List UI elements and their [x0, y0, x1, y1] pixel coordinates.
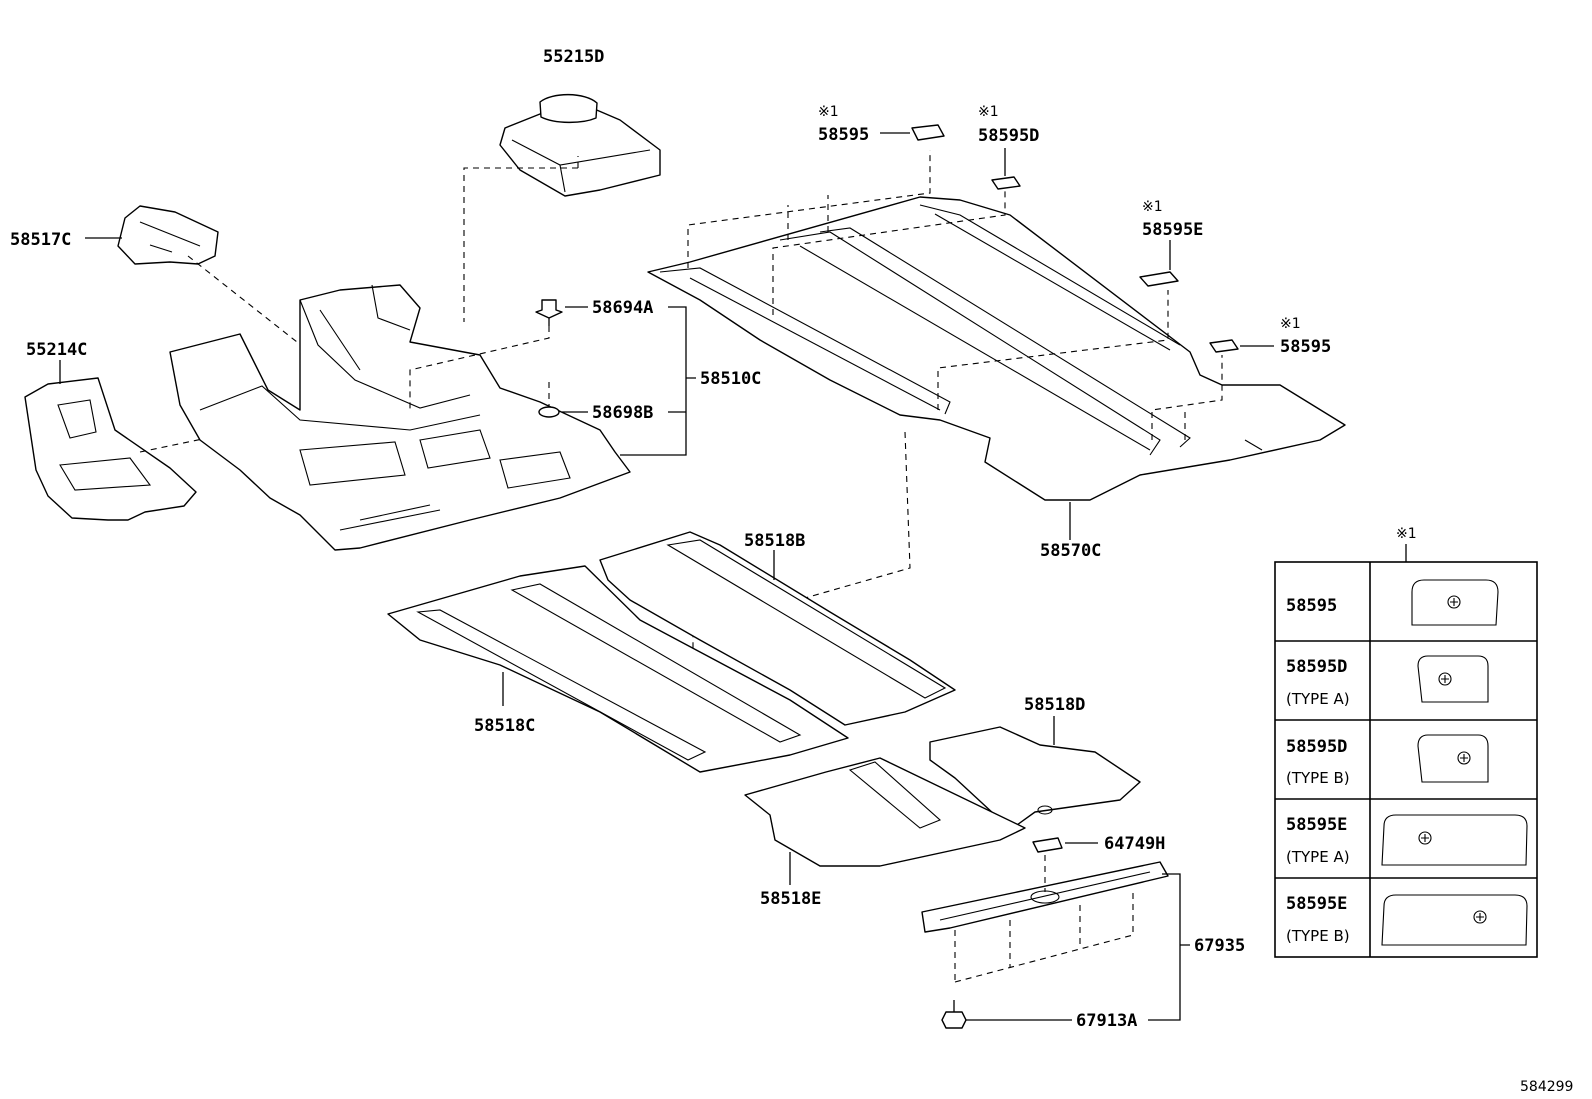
clip-58694A-shape — [535, 299, 563, 326]
legend-row-2-type: (TYPE A) — [1286, 690, 1350, 708]
part-58517C-shape — [117, 205, 219, 265]
callout-58518E: 58518E — [760, 889, 821, 909]
legend-row-1-screw-icon — [1447, 595, 1461, 609]
dash-67935 — [954, 855, 1134, 983]
dash-58694A — [409, 326, 550, 412]
legend-row-2-screw-icon — [1438, 672, 1452, 686]
legend-row-1-part: 58595 — [1286, 596, 1337, 616]
callout-58517C: 58517C — [10, 230, 71, 250]
legend-row-2-pad — [1417, 655, 1489, 703]
part-67935-shape — [921, 861, 1169, 933]
ref-mark-58595D: ※1 — [978, 104, 999, 120]
legend-row-2-part: 58595D — [1286, 657, 1347, 677]
legend-row-4-pad — [1381, 814, 1528, 866]
dash-58570C-to-58518B — [692, 431, 911, 662]
bracket-67935 — [1148, 873, 1190, 1021]
legend-row-3-part: 58595D — [1286, 737, 1347, 757]
callout-58518D: 58518D — [1024, 695, 1085, 715]
legend-row-5-part: 58595E — [1286, 894, 1347, 914]
legend-row-4-part: 58595E — [1286, 815, 1347, 835]
legend-ref-mark: ※1 — [1396, 526, 1417, 542]
part-55214C-shape — [24, 377, 197, 521]
legend-row-4-type: (TYPE A) — [1286, 848, 1350, 866]
pad-58595-right — [1209, 339, 1239, 353]
part-58510C-shape — [169, 284, 631, 551]
part-58518C-shape — [387, 565, 849, 773]
dash-58570C-b — [772, 190, 1006, 315]
callout-55215D: 55215D — [543, 47, 604, 67]
legend-row-3-pad — [1417, 734, 1489, 783]
callout-58570C: 58570C — [1040, 541, 1101, 561]
legend-row-5-screw-icon — [1473, 910, 1487, 924]
legend-row-3-type: (TYPE B) — [1286, 769, 1350, 787]
dash-58570C-a — [687, 150, 931, 268]
callout-67913A: 67913A — [1076, 1011, 1137, 1031]
dash-55214C — [139, 436, 213, 453]
callout-58518C: 58518C — [474, 716, 535, 736]
diagram-code: 584299 — [1520, 1079, 1573, 1095]
legend-row-4-screw-icon — [1418, 831, 1432, 845]
clip-58698B-shape — [538, 406, 560, 418]
legend-row-3-screw-icon — [1457, 751, 1471, 765]
part-58518B-shape — [599, 531, 956, 726]
callout-58595D: 58595D — [978, 126, 1039, 146]
callout-58595E: 58595E — [1142, 220, 1203, 240]
dash-58570C-d — [937, 290, 1169, 410]
pad-58595-top — [911, 124, 945, 141]
part-58518D-shape — [929, 726, 1141, 831]
part-58570C-shape — [647, 196, 1346, 501]
dash-58570C-c — [787, 195, 829, 240]
callout-58595-right: 58595 — [1280, 337, 1331, 357]
callout-58694A: 58694A — [592, 298, 653, 318]
callout-64749H: 64749H — [1104, 834, 1165, 854]
callout-58595-top: 58595 — [818, 125, 869, 145]
part-64749H-shape — [1032, 837, 1063, 853]
callout-58518B: 58518B — [744, 531, 805, 551]
legend-table: ※1 58595 58595D (TYPE A) 58595D (TYPE B)… — [1274, 526, 1538, 958]
callout-55214C: 55214C — [26, 340, 87, 360]
part-55215D-shape — [499, 93, 661, 197]
dash-58570C-e — [1151, 355, 1223, 440]
bracket-58510C — [620, 306, 696, 456]
pad-58595E — [1139, 271, 1179, 287]
pad-58595D — [991, 176, 1021, 190]
ref-mark-58595-top: ※1 — [818, 104, 839, 120]
part-58518E-shape — [744, 757, 1026, 867]
legend-row-1-pad — [1411, 579, 1499, 626]
legend-row-5-pad — [1381, 894, 1528, 946]
callout-67935: 67935 — [1194, 936, 1245, 956]
legend-row-5-type: (TYPE B) — [1286, 927, 1350, 945]
callout-58698B: 58698B — [592, 403, 653, 423]
ref-mark-58595E: ※1 — [1142, 199, 1163, 215]
clip-67913A-shape — [941, 1000, 967, 1029]
dash-55215D — [463, 156, 579, 322]
callout-58510C: 58510C — [700, 369, 761, 389]
ref-mark-58595-right: ※1 — [1280, 316, 1301, 332]
